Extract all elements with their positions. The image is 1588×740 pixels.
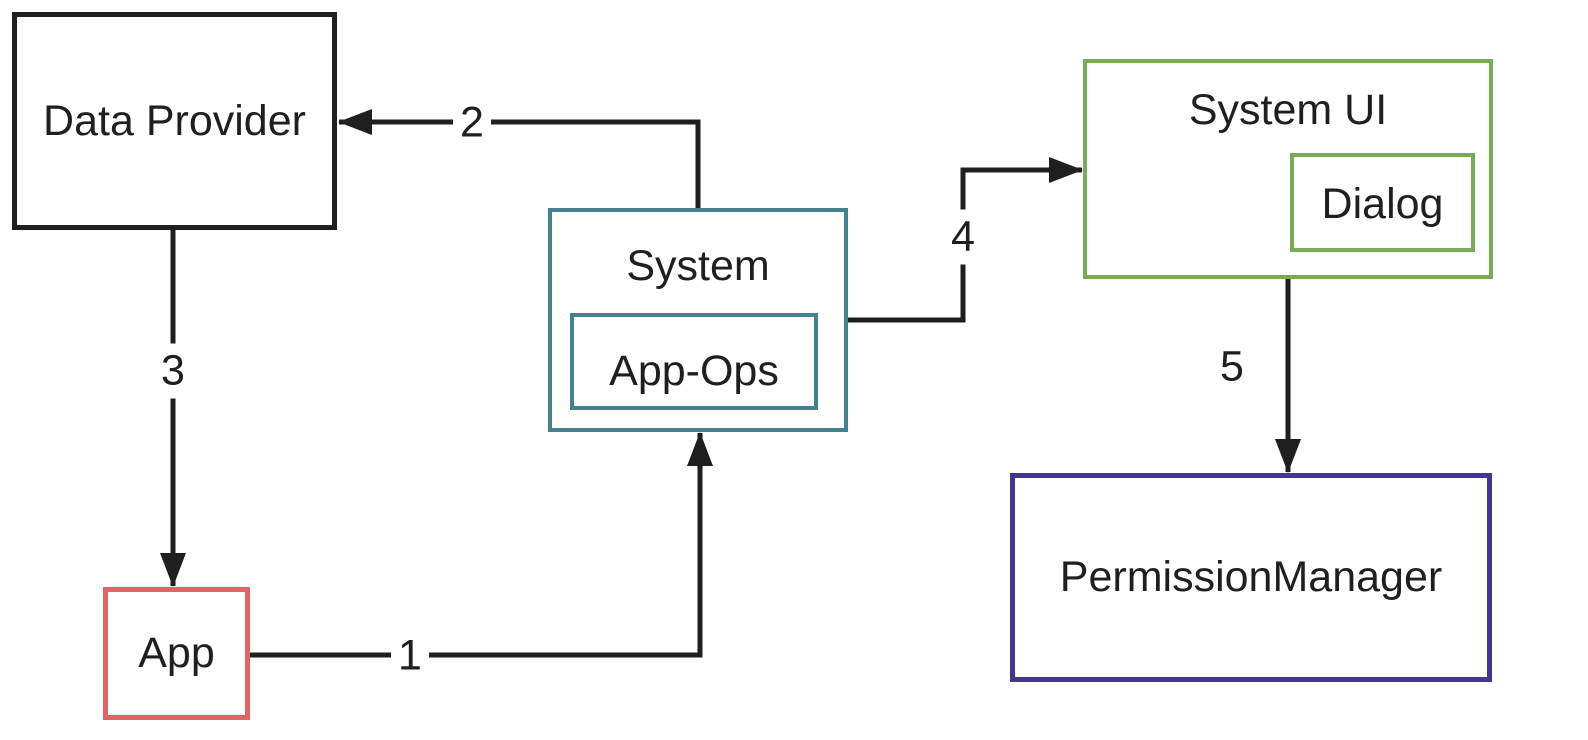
node-system-ui: System UI Dialog bbox=[1083, 59, 1493, 279]
edge-app-to-system bbox=[248, 432, 713, 658]
node-data-provider-label: Data Provider bbox=[43, 96, 306, 145]
node-app: App bbox=[103, 587, 250, 720]
node-app-ops: App-Ops bbox=[570, 313, 818, 410]
edge-system-to-data-provider bbox=[338, 109, 701, 210]
edge-label-1: 1 bbox=[391, 634, 429, 678]
node-data-provider: Data Provider bbox=[12, 12, 337, 230]
node-app-label: App bbox=[138, 629, 215, 677]
edge-label-2: 2 bbox=[453, 101, 491, 145]
node-system: System App-Ops bbox=[548, 208, 848, 432]
node-system-ui-label: System UI bbox=[1188, 86, 1388, 134]
node-app-ops-label: App-Ops bbox=[609, 347, 779, 395]
node-dialog: Dialog bbox=[1290, 153, 1475, 252]
edge-label-5: 5 bbox=[1220, 342, 1244, 391]
node-permission-manager-label: PermissionManager bbox=[1059, 553, 1443, 601]
edge-label-3: 3 bbox=[158, 343, 188, 399]
node-permission-manager: PermissionManager bbox=[1010, 473, 1492, 682]
node-dialog-label: Dialog bbox=[1321, 180, 1444, 228]
node-system-label: System bbox=[626, 242, 770, 290]
edge-label-4: 4 bbox=[948, 209, 978, 265]
